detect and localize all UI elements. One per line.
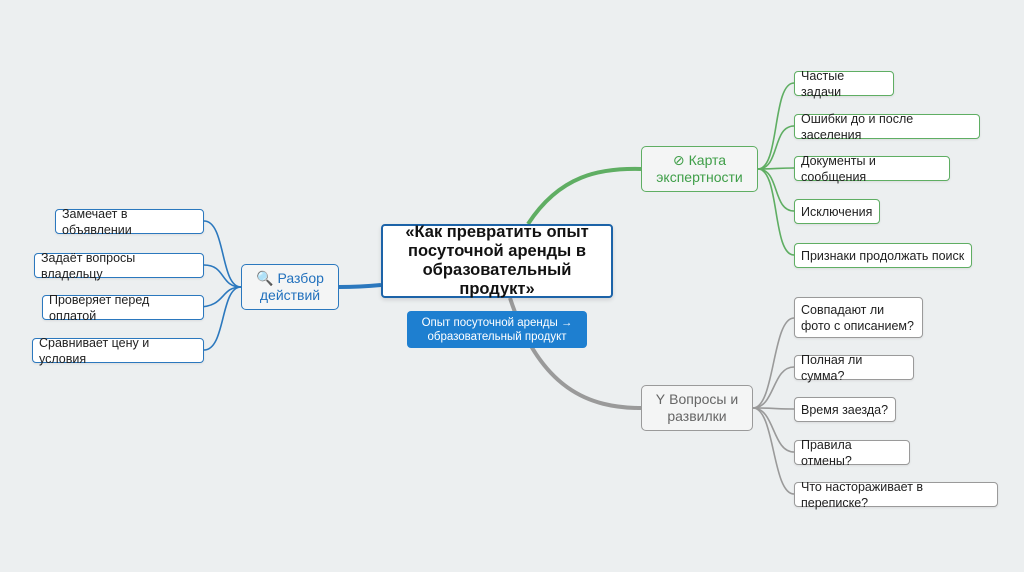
branch-expertise[interactable]: ⊘Карта экспертности — [641, 146, 758, 192]
leaf-label: Частые задачи — [801, 68, 845, 99]
no-entry-icon: ⊘ — [672, 152, 685, 168]
leaf-label: Исключения — [801, 204, 873, 219]
leaf-expertise-3[interactable]: Исключения — [794, 199, 880, 224]
leaf-label: Совпадают ли фото с описанием? — [801, 302, 914, 333]
leaf-action-0[interactable]: Замечает в объявлении — [55, 207, 204, 237]
leaf-expertise-1[interactable]: Ошибки до и после заселения — [794, 112, 980, 142]
leaf-expertise-0[interactable]: Частые задачи — [794, 69, 894, 99]
leaf-label: Задаёт вопросы владельцу — [41, 250, 136, 281]
branch-actions[interactable]: 🔍Разбор действий — [241, 264, 339, 310]
leaf-label: Ошибки до и после заселения — [801, 111, 914, 142]
leaf-action-2[interactable]: Проверяет перед оплатой — [42, 293, 204, 323]
leaf-label: Документы и сообщения — [801, 153, 876, 184]
leaf-label: Правила отмены? — [801, 437, 852, 468]
leaf-label: Проверяет перед оплатой — [49, 292, 150, 323]
link-central-expertise — [526, 166, 642, 226]
central-title: «Как превратить опыт посуточной аренды в… — [405, 223, 589, 298]
branch-expertise-label: Карта экспертности — [656, 152, 743, 185]
leaf-label: Время заезда? — [801, 402, 889, 417]
leaf-question-0[interactable]: Совпадают ли фото с описанием? — [794, 297, 923, 338]
fork-icon: Y — [655, 391, 666, 407]
branch-actions-label: Разбор действий — [259, 270, 324, 303]
central-subtitle[interactable]: Опыт посуточной аренды → образовательный… — [407, 311, 587, 348]
leaf-label: Признаки продолжать поиск — [801, 248, 965, 263]
leaf-question-2[interactable]: Время заезда? — [794, 397, 896, 422]
leaf-label: Полная ли сумма? — [801, 352, 863, 383]
leaf-label: Что настораживает в переписке? — [801, 479, 924, 510]
leaf-expertise-4[interactable]: Признаки продолжать поиск — [794, 243, 972, 268]
leaf-action-1[interactable]: Задаёт вопросы владельцу — [34, 251, 204, 281]
leaf-expertise-2[interactable]: Документы и сообщения — [794, 154, 950, 184]
leaf-question-3[interactable]: Правила отмены? — [794, 438, 910, 468]
central-topic[interactable]: «Как превратить опыт посуточной аренды в… — [381, 223, 613, 298]
link-central-actions — [338, 283, 382, 289]
leaf-action-3[interactable]: Сравнивает цену и условия — [32, 336, 204, 366]
branch-questions-label: Вопросы и развилки — [667, 391, 739, 424]
search-icon: 🔍 — [256, 270, 274, 286]
central-subtitle-text: Опыт посуточной аренды → образовательный… — [421, 316, 573, 343]
leaf-question-1[interactable]: Полная ли сумма? — [794, 353, 914, 383]
leaf-label: Замечает в объявлении — [62, 206, 132, 237]
leaf-question-4[interactable]: Что настораживает в переписке? — [794, 480, 998, 510]
leaf-label: Сравнивает цену и условия — [39, 335, 150, 366]
